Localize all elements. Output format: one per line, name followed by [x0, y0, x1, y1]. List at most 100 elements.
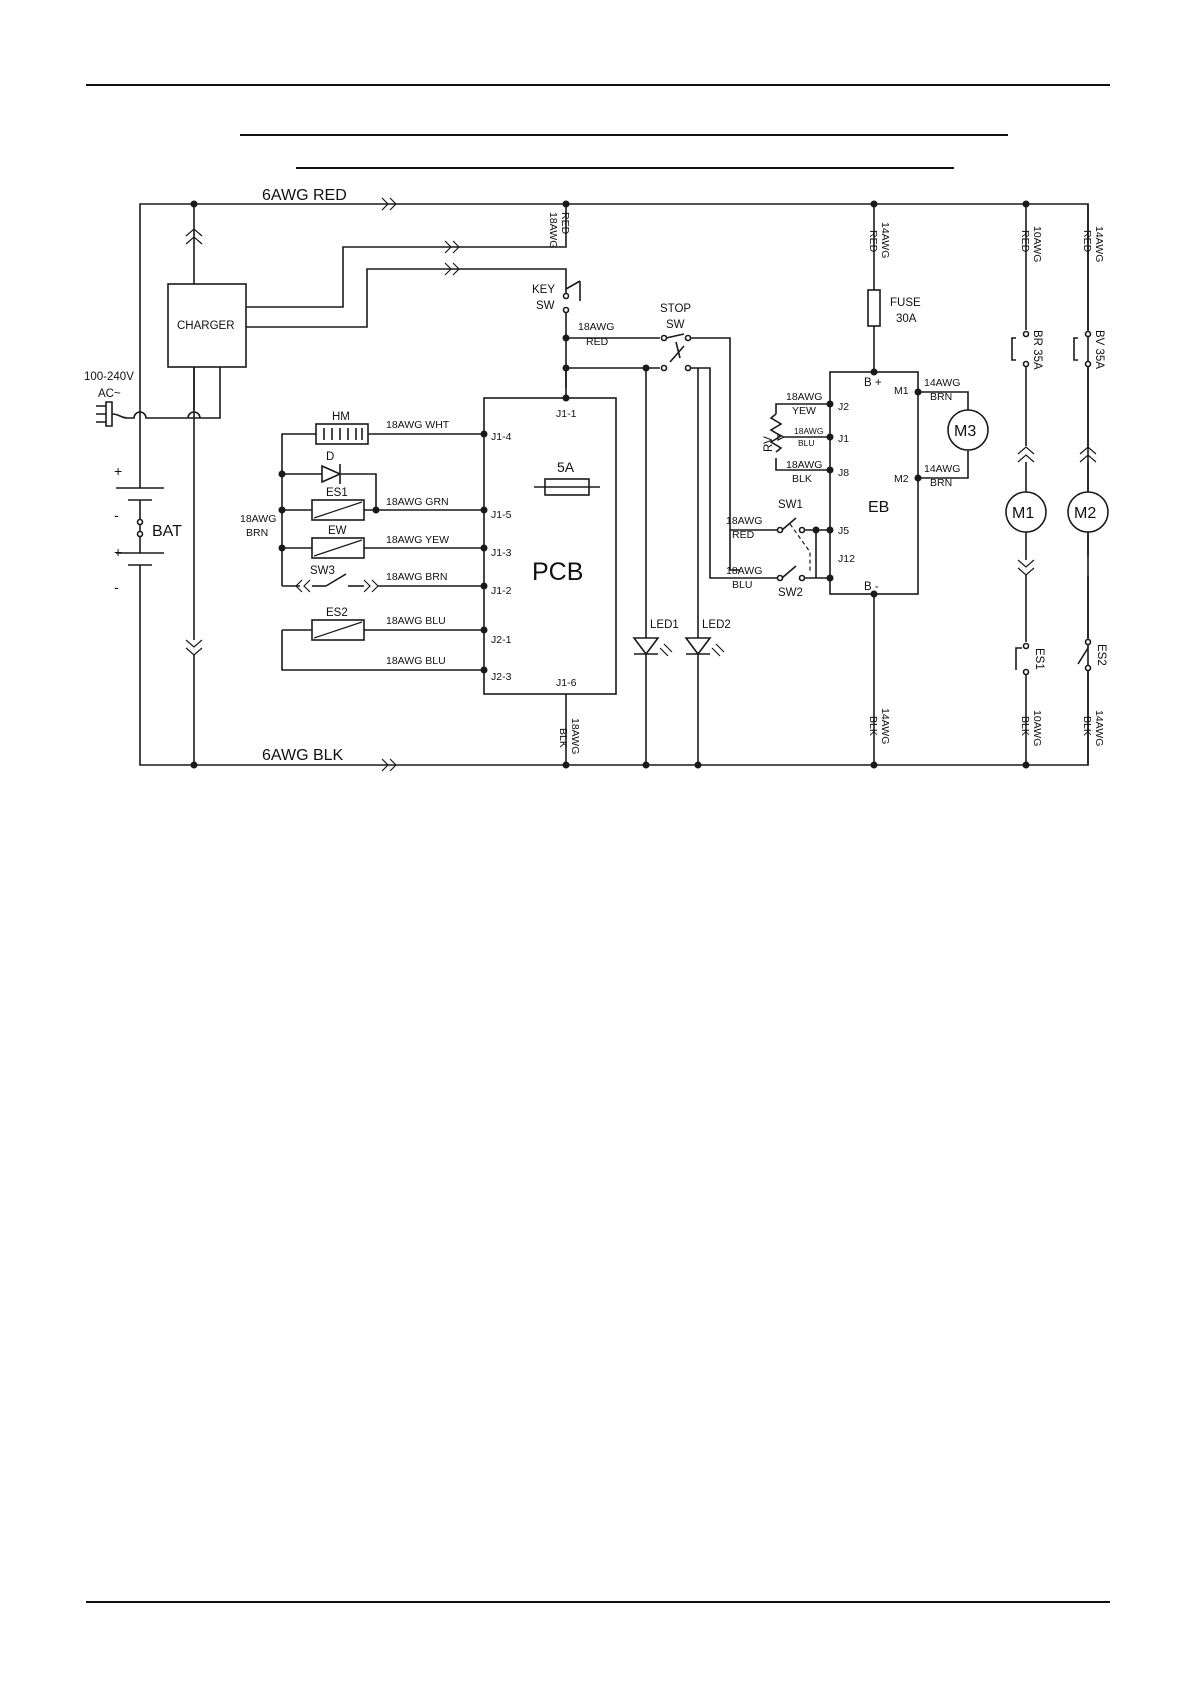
fuse-30a — [867, 289, 881, 327]
eb-blk-label: 14AWG — [879, 708, 891, 744]
svg-text:RED: RED — [867, 230, 879, 253]
ac-plug: 100-240V AC~ — [84, 367, 221, 427]
es1-label: ES1 — [1033, 648, 1045, 670]
rv-blu-2: BLU — [798, 438, 815, 448]
m2-label: M2 — [1074, 505, 1096, 522]
es2-coil-label: ES2 — [326, 607, 348, 619]
rv-blu-1: 18AWG — [794, 426, 823, 436]
eb-box — [829, 371, 919, 595]
m3-brn-bot-1: 14AWG — [924, 463, 960, 475]
eb-label: EB — [868, 499, 889, 516]
m1-red-label: 10AWG — [1031, 226, 1043, 262]
pcb-j1-1: J1-1 — [556, 408, 577, 420]
plug-icon — [96, 401, 113, 427]
m2-blk-label: 14AWG — [1093, 710, 1105, 746]
charger-connector-top — [185, 228, 203, 245]
rv-yew-1: 18AWG — [786, 391, 822, 403]
ac-type-label: AC~ — [98, 388, 121, 400]
eb-j1: J1 — [838, 433, 849, 445]
main-fuse: 14AWG RED FUSE 30A — [867, 204, 921, 372]
eb-controller: EB B + B - J2 J1 J8 J5 J12 M1 M2 14AWG B… — [829, 371, 919, 765]
sw1-sw2: SW1 18AWG RED SW2 18AWG BLU — [709, 499, 830, 599]
b-minus-label: B - — [864, 581, 879, 593]
battery: + - + - BAT — [114, 418, 182, 595]
key-sw-label-2: SW — [536, 300, 555, 312]
pcb: PCB 5A J1-1 J1-4 J1-5 J1-3 J1-2 J2-1 J2-… — [483, 368, 617, 765]
led1-symbol — [632, 637, 660, 656]
sw2-wire-2: BLU — [732, 579, 752, 591]
rv-blk-2: BLK — [792, 473, 812, 485]
svg-text:RED: RED — [1019, 230, 1031, 253]
eb-m2-term: M2 — [894, 473, 909, 485]
eb-m1-term: M1 — [894, 385, 909, 397]
pcb-fuse-label: 5A — [557, 459, 575, 475]
svg-text:RED: RED — [1081, 230, 1093, 253]
charger-connector-bottom — [185, 639, 203, 656]
diode-label: D — [326, 451, 334, 463]
m3-label: M3 — [954, 423, 976, 440]
m3-brn-bot-2: BRN — [930, 477, 952, 489]
pcb-j1-2: J1-2 — [491, 585, 512, 597]
sw3-label: SW3 — [310, 565, 335, 577]
pcb-j2-1: J2-1 — [491, 634, 512, 646]
bv-label: BV 35A — [1093, 330, 1105, 369]
fuse-label-2: 30A — [896, 313, 917, 325]
charger: CHARGER — [167, 204, 567, 765]
red-wire-label-2: RED — [586, 336, 609, 348]
ew-label: EW — [328, 525, 347, 537]
diode — [321, 464, 342, 484]
pcb-j2-3: J2-3 — [491, 671, 512, 683]
rv-pot: RV 18AWG YEW 18AWG BLU 18AWG BLK — [763, 391, 830, 485]
charger-wire-2 — [246, 268, 567, 328]
pcb-j1-3: J1-3 — [491, 547, 512, 559]
sw1-wire-2: RED — [732, 529, 755, 541]
rv-yew-2: YEW — [792, 405, 816, 417]
key-switch-symbol — [565, 280, 581, 301]
wire-yew-label: 18AWG YEW — [386, 534, 449, 546]
connector-top-main — [381, 197, 397, 211]
m3-brn-top-2: BRN — [930, 391, 952, 403]
m2-red-label: 14AWG — [1093, 226, 1105, 262]
stop-sw-label-1: STOP — [660, 303, 691, 315]
red-18awg-label: 18AWG — [547, 212, 559, 248]
pcb-box — [483, 397, 617, 695]
eb-j2: J2 — [838, 401, 849, 413]
svg-text:RED: RED — [559, 212, 571, 235]
charger-label: CHARGER — [177, 320, 235, 332]
br-label: BR 35A — [1031, 330, 1043, 370]
stop-sw-contacts — [665, 333, 685, 363]
bat-label: BAT — [152, 523, 182, 540]
charger-box — [167, 283, 247, 368]
b-plus-label: B + — [864, 377, 882, 389]
eb-j12: J12 — [838, 553, 855, 565]
key-switch: 18AWG RED KEY SW 18AWG RED — [532, 212, 660, 388]
m3-circle — [947, 409, 989, 451]
m3-brn-top-1: 14AWG — [924, 377, 960, 389]
wire-wht-label: 18AWG WHT — [386, 419, 450, 431]
wire-brn-label: 18AWG BRN — [386, 571, 447, 583]
es2-label: ES2 — [1095, 644, 1107, 666]
rv-label: RV — [763, 436, 775, 452]
led2-label: LED2 — [702, 619, 731, 631]
led1-label: LED1 — [650, 619, 679, 631]
sw1-label: SW1 — [778, 499, 803, 511]
leds: LED1 LED2 — [632, 368, 731, 765]
main-pos-label: 6AWG RED — [262, 187, 347, 204]
stop-switch: STOP SW — [660, 303, 740, 571]
sw2-label: SW2 — [778, 587, 803, 599]
wire-blu-1-label: 18AWG BLU — [386, 615, 446, 627]
charger-wire-1 — [246, 204, 567, 308]
fuse-label-1: FUSE — [890, 297, 921, 309]
brn-left-label-1: 18AWG — [240, 513, 276, 525]
ac-voltage-label: 100-240V — [84, 371, 134, 383]
bat-plus-1: + — [114, 463, 122, 479]
sw2-wire-1: 18AWG — [726, 565, 762, 577]
svg-text:BLK: BLK — [557, 728, 569, 748]
es1-coil-label: ES1 — [326, 487, 348, 499]
svg-text:BLK: BLK — [867, 716, 879, 736]
brn-left-label-2: BRN — [246, 527, 268, 539]
eb-j5: J5 — [838, 525, 849, 537]
m1-blk-label: 10AWG — [1031, 710, 1043, 746]
eb-j8: J8 — [838, 467, 849, 479]
